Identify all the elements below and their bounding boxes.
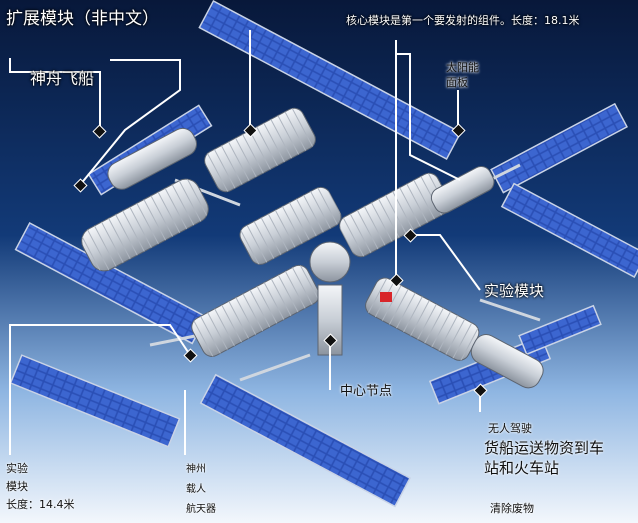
diagram-title: 扩展模块（非中文） xyxy=(6,9,159,29)
label-solar-panel: 太阳能 面板 xyxy=(446,61,479,89)
label-lab-module-right: 实验模块 xyxy=(484,282,545,300)
solar-panel-bottom-left xyxy=(9,354,181,448)
solar-panel-right-small xyxy=(518,304,602,356)
module-lower-right xyxy=(365,277,480,361)
shenzhou-module xyxy=(107,127,197,190)
label-shenzhou-crewed: 神州 载人 航天器 xyxy=(186,464,216,515)
label-shenzhou-spacecraft: 神舟飞船 xyxy=(30,69,95,88)
solar-panel-right-top xyxy=(490,102,628,194)
label-cargo-ship: 货船运送物资到车 站和火车站 xyxy=(484,439,605,477)
label-unmanned: 无人驾驶 xyxy=(488,422,532,435)
cargo-module xyxy=(470,334,544,389)
module-left-lower xyxy=(81,178,209,272)
core-module-note: 核心模块是第一个要发射的组件。长度：18.1米 xyxy=(346,14,580,27)
leader-lines xyxy=(9,30,481,455)
label-central-node: 中心节点 xyxy=(340,384,393,399)
label-markers xyxy=(73,123,488,398)
solar-panel-bottom-center xyxy=(199,373,412,508)
label-lab-module-left: 实验 模块 长度：14.4米 xyxy=(6,462,75,511)
central-node-hub xyxy=(309,241,351,283)
solar-panel-right-mid xyxy=(500,182,638,278)
module-center xyxy=(239,186,342,265)
label-waste-removal: 清除废物 xyxy=(490,502,534,515)
red-marker xyxy=(380,292,392,302)
module-lower-left xyxy=(191,264,320,357)
